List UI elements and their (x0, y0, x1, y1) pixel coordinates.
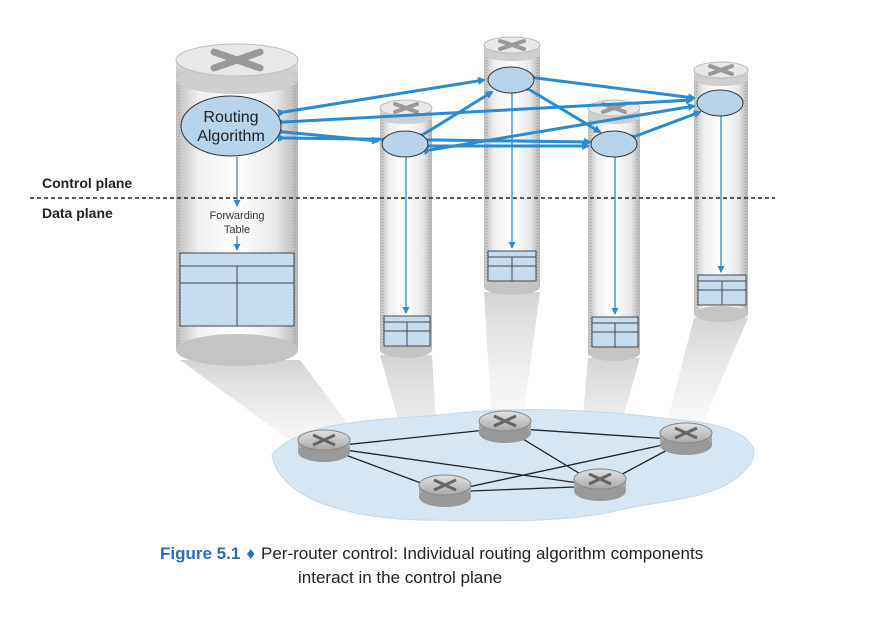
router-x-icon (498, 39, 526, 51)
router-x-icon (210, 48, 264, 72)
routing-interaction-arrows (277, 73, 702, 155)
forwarding-table-small (697, 274, 747, 306)
network-router-icon (573, 468, 627, 501)
control-to-data-arrows (233, 93, 725, 315)
routing-algorithm-node-main: Routing Algorithm (180, 95, 282, 157)
network-cloud (271, 409, 755, 522)
control-plane-label: Control plane (42, 175, 132, 191)
network-router-icon (297, 429, 351, 462)
figure-number: Figure 5.1 (160, 544, 241, 563)
routing-algorithm-label-line1: Routing (203, 109, 258, 126)
network-router-icon (659, 422, 713, 455)
routing-algorithm-label-line2: Algorithm (197, 128, 265, 145)
caption-text-line2: interact in the control plane (298, 568, 503, 587)
forwarding-table-small (383, 315, 431, 347)
routing-algorithm-node (590, 130, 638, 158)
forwarding-table-label-line1: Forwarding (209, 210, 264, 222)
forwarding-table-small (487, 250, 537, 282)
network-routers (297, 410, 713, 507)
network-router-icon (418, 474, 472, 507)
network-router-icon (478, 410, 532, 443)
router-x-icon (708, 64, 734, 76)
routing-algorithm-node (381, 130, 429, 158)
caption-text-line1: Per-router control: Individual routing a… (261, 544, 704, 563)
routing-algorithm-node (487, 66, 535, 94)
caption-separator: ♦ (246, 544, 255, 563)
figure-caption: Figure 5.1 ♦ Per-router control: Individua… (160, 542, 860, 590)
data-plane-label: Data plane (42, 205, 113, 221)
routing-algorithm-node (696, 89, 744, 117)
forwarding-table-large (179, 252, 295, 327)
forwarding-table-small (591, 316, 639, 348)
forwarding-table-label-line2: Table (224, 224, 250, 236)
